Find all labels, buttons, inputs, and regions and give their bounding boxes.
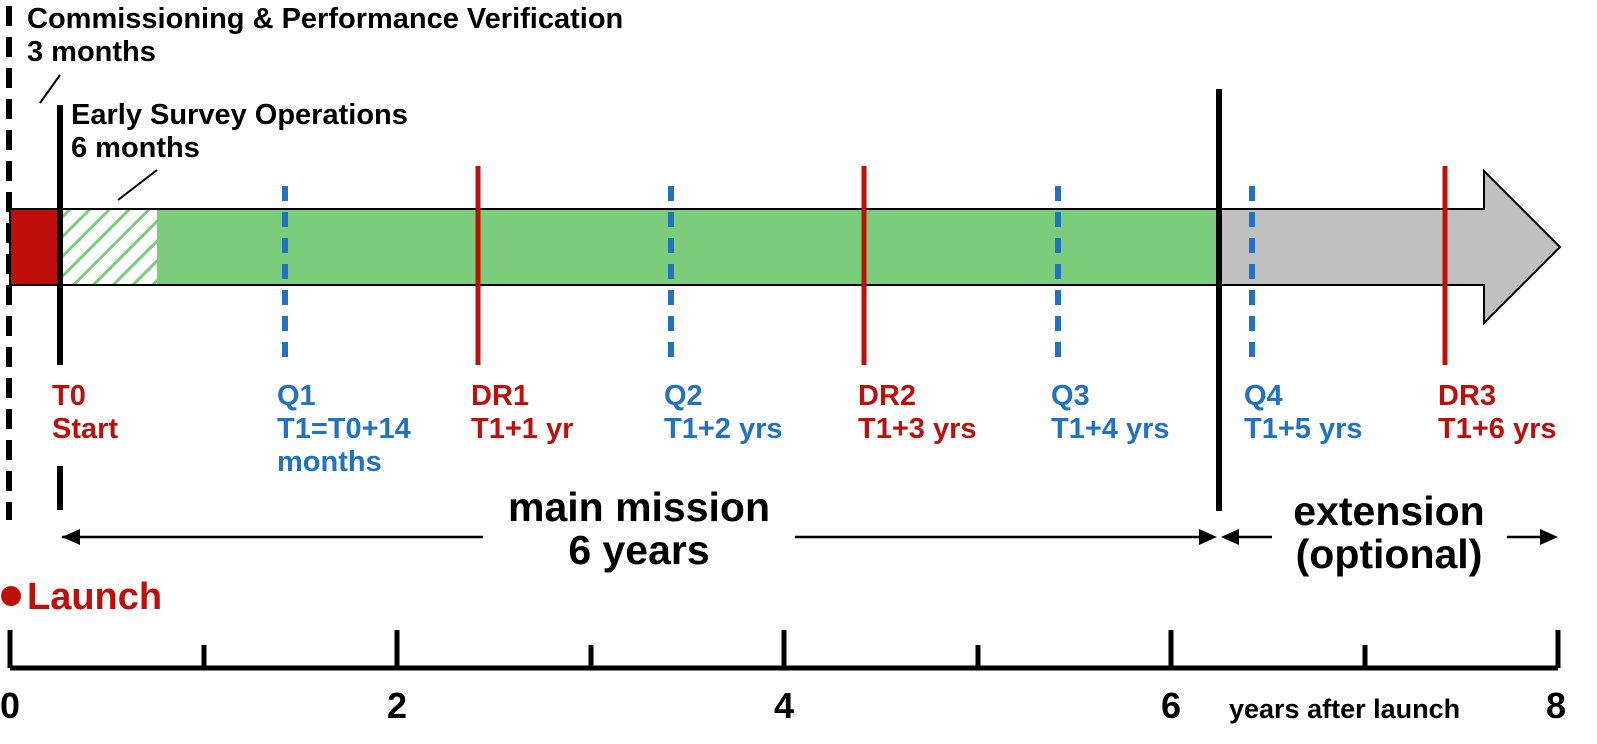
milestone-q4: Q4 T1+5 yrs <box>1244 380 1363 445</box>
milestone-label: DR1 <box>471 380 529 412</box>
milestone-label: Q4 <box>1244 380 1283 412</box>
milestone-time: T1+1 yr <box>471 413 573 445</box>
milestone-q1: Q1 T1=T0+14 months <box>277 380 411 478</box>
milestone-q2: Q2 T1+2 yrs <box>664 380 783 445</box>
early-survey-title: Early Survey Operations <box>71 99 408 131</box>
axis-tick-label: 2 <box>387 685 407 726</box>
milestone-time-cont: months <box>277 446 382 478</box>
launch-dot <box>1 586 21 606</box>
mission-band <box>9 168 1562 326</box>
early-survey-duration: 6 months <box>71 132 200 164</box>
axis-unit-label: years after launch <box>1229 694 1460 724</box>
main-mission-segment <box>157 209 1219 285</box>
milestone-time: T1+5 yrs <box>1244 413 1363 445</box>
main-mission-arrowhead-left <box>62 529 80 545</box>
milestone-dr1: DR1 T1+1 yr <box>471 380 573 445</box>
time-axis: 0 2 4 6 8 years after launch <box>0 630 1566 726</box>
milestone-dr3: DR3 T1+6 yrs <box>1438 380 1557 445</box>
milestone-time: T1+3 yrs <box>858 413 977 445</box>
extension-arrowhead-right <box>1540 529 1558 545</box>
milestone-label: Q1 <box>277 380 316 412</box>
milestone-dr2: DR2 T1+3 yrs <box>858 380 977 445</box>
early-survey-segment <box>61 209 157 285</box>
axis-tick-label: 0 <box>0 685 20 726</box>
milestone-time: T1+2 yrs <box>664 413 783 445</box>
main-mission-label: main mission <box>508 484 770 530</box>
main-mission-arrowhead-right <box>1199 529 1217 545</box>
commissioning-duration: 3 months <box>27 36 156 68</box>
commissioning-pointer <box>39 74 61 104</box>
main-mission-duration: 6 years <box>568 527 709 573</box>
extension-arrowhead-left <box>1221 529 1239 545</box>
milestone-label: T0 <box>52 380 86 412</box>
early-survey-pointer <box>117 169 158 201</box>
commissioning-title: Commissioning & Performance Verification <box>27 3 623 35</box>
milestone-label: Q3 <box>1051 380 1090 412</box>
milestone-t0: T0 Start <box>52 380 118 445</box>
milestone-label: DR2 <box>858 380 916 412</box>
milestone-time: T1+4 yrs <box>1051 413 1170 445</box>
milestone-time: Start <box>52 413 118 445</box>
launch-label: Launch <box>27 576 162 618</box>
axis-tick-label: 4 <box>774 685 794 726</box>
extension-sub: (optional) <box>1296 531 1483 577</box>
milestone-label: Q2 <box>664 380 703 412</box>
milestone-q3: Q3 T1+4 yrs <box>1051 380 1170 445</box>
milestone-time: T1+6 yrs <box>1438 413 1557 445</box>
extension-arrow <box>1218 168 1562 326</box>
milestone-time: T1=T0+14 <box>277 413 411 445</box>
axis-tick-label: 6 <box>1161 685 1181 726</box>
milestone-label: DR3 <box>1438 380 1496 412</box>
commissioning-segment <box>9 208 62 286</box>
axis-tick-label: 8 <box>1546 685 1566 726</box>
extension-label: extension <box>1293 488 1484 534</box>
